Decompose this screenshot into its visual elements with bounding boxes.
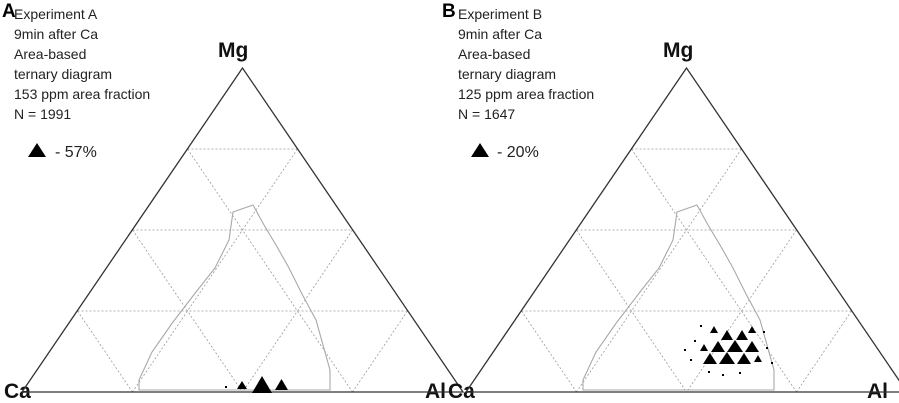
data-speck [708,371,710,373]
data-marker [252,376,272,393]
data-speck [763,331,765,333]
data-marker [748,326,756,333]
info-line: Area-based [458,46,530,62]
info-line: 9min after Ca [458,26,542,42]
data-marker [721,330,733,340]
data-marker [703,353,717,364]
data-speck [722,374,724,376]
vertex-label-left: Ca [4,380,31,403]
ternary-grid-a [77,148,408,393]
data-marker [237,381,247,389]
info-line: Area-based [14,46,86,62]
info-line: 153 ppm area fraction [14,86,150,102]
vertex-label-top: Mg [218,39,248,62]
vertex-label-top: Mg [663,39,693,62]
data-speck [684,349,686,351]
data-marker [754,355,762,362]
info-line: N = 1647 [458,106,515,122]
info-line: Experiment B [458,6,542,22]
data-marker [719,352,735,364]
data-speck [690,359,692,361]
data-marker [710,326,718,333]
data-marker [275,379,288,390]
data-speck [694,340,696,342]
ternary-triangle-b [464,66,899,393]
data-marker [711,341,725,352]
legend-a: - 57% [28,143,97,161]
panel-label-a: A [2,1,16,22]
data-markers-b [684,325,773,376]
data-speck [739,372,741,374]
info-line: ternary diagram [458,66,556,82]
panel-b: B Experiment B 9min after Ca Area-based … [442,1,899,403]
triangle-marker-icon [28,143,46,157]
data-speck [700,325,702,327]
data-marker [700,344,708,351]
triangle-marker-icon [471,143,489,157]
data-speck [225,386,227,388]
info-line: N = 1991 [14,106,71,122]
legend-label-b: - 20% [497,144,539,161]
data-speck [771,362,773,364]
info-line: ternary diagram [14,66,112,82]
info-line: 125 ppm area fraction [458,86,594,102]
data-marker [736,330,748,340]
data-marker [737,353,751,364]
liquid-region-outline-b [582,204,775,391]
info-block-a: Experiment A 9min after Ca Area-based te… [14,6,150,122]
panel-a: A Experiment A 9min after Ca Area-based … [2,1,465,403]
legend-b: - 20% [471,143,539,161]
data-markers-a [225,376,288,393]
legend-label-a: - 57% [55,144,97,161]
ternary-grid-b [521,148,852,393]
data-marker [727,340,743,352]
liquid-region-outline-a [138,204,331,391]
data-marker [745,341,759,352]
info-line: 9min after Ca [14,26,98,42]
ternary-triangle-a [20,66,465,393]
info-block-b: Experiment B 9min after Ca Area-based te… [458,6,594,122]
data-speck [766,347,768,349]
info-line: Experiment A [14,6,98,22]
panel-label-b: B [442,1,456,22]
vertex-label-left: Ca [448,380,475,403]
